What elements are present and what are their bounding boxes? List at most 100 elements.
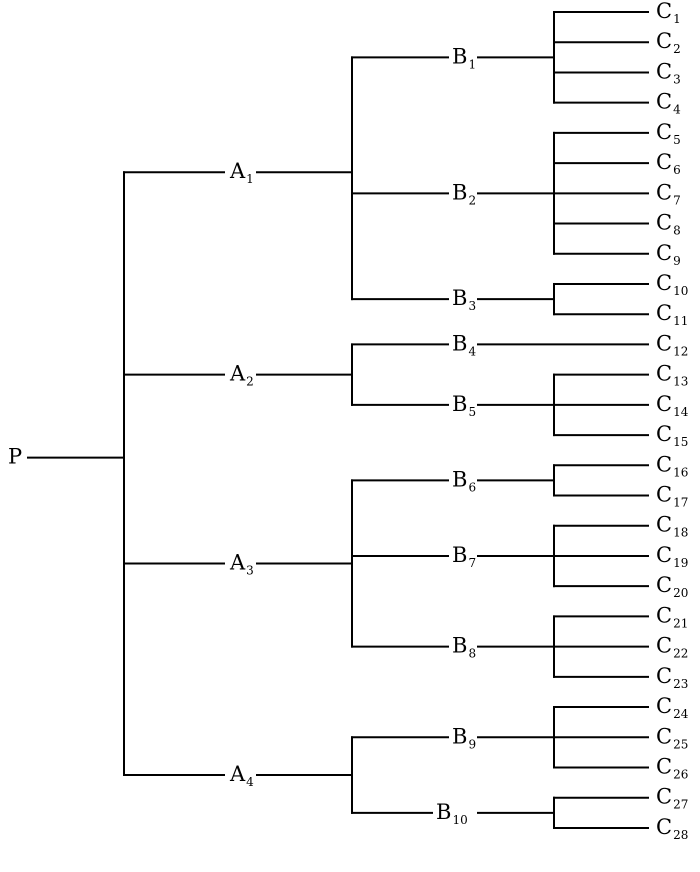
- node-B7-subscript: 7: [468, 555, 476, 569]
- node-B1: B1: [452, 44, 476, 71]
- leaf-node-C16-subscript: 16: [673, 465, 688, 479]
- leaf-node-C26-subscript: 26: [673, 767, 688, 781]
- node-labels: C1C2C3C4B1C5C6C7C8C9B2C10C11B3A1C12B4C13…: [8, 0, 689, 841]
- leaf-node-C3-subscript: 3: [673, 72, 681, 86]
- leaf-node-C18: C18: [656, 512, 688, 539]
- node-A4: A4: [229, 762, 254, 789]
- node-B7: B7: [452, 542, 476, 569]
- leaf-node-C12: C12: [656, 331, 688, 358]
- node-B6-letter: B: [452, 467, 467, 491]
- leaf-node-C21-letter: C: [656, 603, 672, 627]
- leaf-node-C17: C17: [656, 482, 688, 509]
- node-A4-subscript: 4: [246, 775, 254, 789]
- leaf-node-C17-subscript: 17: [673, 495, 688, 509]
- leaf-node-C11-subscript: 11: [673, 314, 688, 328]
- node-A2-letter: A: [229, 361, 246, 385]
- leaf-node-C25-subscript: 25: [673, 737, 688, 751]
- leaf-node-C8-subscript: 8: [673, 223, 681, 237]
- node-B9: B9: [452, 724, 476, 751]
- node-B1-subscript: 1: [468, 57, 476, 71]
- leaf-node-C15-letter: C: [656, 422, 672, 446]
- node-B7-letter: B: [452, 542, 467, 566]
- leaf-node-C27: C27: [656, 784, 688, 811]
- leaf-node-C4: C4: [656, 89, 681, 116]
- leaf-node-C24: C24: [656, 694, 689, 721]
- leaf-node-C5-subscript: 5: [673, 132, 681, 146]
- leaf-node-C9: C9: [656, 240, 681, 267]
- leaf-node-C16-letter: C: [656, 452, 672, 476]
- leaf-node-C7-subscript: 7: [673, 193, 681, 207]
- root-node-P: P: [8, 444, 22, 468]
- leaf-node-C28-subscript: 28: [673, 827, 688, 841]
- node-A1-subscript: 1: [246, 172, 254, 186]
- node-B5-letter: B: [452, 391, 467, 415]
- node-B3: B3: [452, 286, 476, 313]
- node-B9-letter: B: [452, 724, 467, 748]
- leaf-node-C18-subscript: 18: [673, 525, 688, 539]
- node-A1: A1: [229, 159, 254, 186]
- node-B6-subscript: 6: [468, 480, 476, 494]
- leaf-node-C16: C16: [656, 452, 688, 479]
- leaf-node-C22: C22: [656, 633, 688, 660]
- leaf-node-C11: C11: [656, 301, 688, 328]
- leaf-node-C1-letter: C: [656, 0, 672, 23]
- node-A2: A2: [229, 361, 254, 388]
- leaf-node-C4-letter: C: [656, 89, 672, 113]
- leaf-node-C19: C19: [656, 542, 688, 569]
- node-B1-letter: B: [452, 44, 467, 68]
- leaf-node-C27-subscript: 27: [673, 797, 688, 811]
- leaf-node-C2: C2: [656, 29, 681, 56]
- leaf-node-C24-subscript: 24: [673, 707, 689, 721]
- leaf-node-C12-letter: C: [656, 331, 672, 355]
- leaf-node-C23-subscript: 23: [673, 676, 688, 690]
- node-B8: B8: [452, 633, 476, 660]
- node-B8-subscript: 8: [468, 646, 476, 660]
- leaf-node-C18-letter: C: [656, 512, 672, 536]
- leaf-node-C10: C10: [656, 270, 688, 297]
- leaf-node-C15-subscript: 15: [673, 435, 688, 449]
- leaf-node-C15: C15: [656, 422, 688, 449]
- leaf-node-C19-letter: C: [656, 542, 672, 566]
- node-B2: B2: [452, 180, 476, 207]
- leaf-node-C5-letter: C: [656, 119, 672, 143]
- leaf-node-C9-subscript: 9: [673, 253, 681, 267]
- leaf-node-C4-subscript: 4: [673, 102, 681, 116]
- node-B5-subscript: 5: [468, 404, 476, 418]
- leaf-node-C10-subscript: 10: [673, 283, 688, 297]
- leaf-node-C26: C26: [656, 754, 688, 781]
- leaf-node-C20: C20: [656, 573, 688, 600]
- leaf-node-C13-subscript: 13: [673, 374, 688, 388]
- leaf-node-C23: C23: [656, 663, 688, 690]
- leaf-node-C25: C25: [656, 724, 688, 751]
- leaf-node-C23-letter: C: [656, 663, 672, 687]
- leaf-node-C25-letter: C: [656, 724, 672, 748]
- leaf-node-C28: C28: [656, 814, 688, 841]
- node-B4-letter: B: [452, 331, 467, 355]
- leaf-node-C21: C21: [656, 603, 688, 630]
- leaf-node-C20-letter: C: [656, 573, 672, 597]
- leaf-node-C26-letter: C: [656, 754, 672, 778]
- node-A2-subscript: 2: [246, 374, 254, 388]
- node-B9-subscript: 9: [468, 737, 476, 751]
- leaf-node-C24-letter: C: [656, 694, 672, 718]
- node-A4-letter: A: [229, 762, 246, 786]
- node-A1-letter: A: [229, 159, 246, 183]
- leaf-node-C7-letter: C: [656, 180, 672, 204]
- leaf-node-C2-letter: C: [656, 29, 672, 53]
- connector-lines: [27, 11, 649, 829]
- leaf-node-C19-subscript: 19: [673, 555, 688, 569]
- node-A3-letter: A: [229, 550, 246, 574]
- node-B4: B4: [452, 331, 476, 358]
- leaf-node-C2-subscript: 2: [673, 42, 681, 56]
- leaf-node-C7: C7: [656, 180, 681, 207]
- leaf-node-C22-subscript: 22: [673, 646, 688, 660]
- leaf-node-C14-subscript: 14: [673, 404, 689, 418]
- node-B4-subscript: 4: [468, 344, 476, 358]
- node-A3-subscript: 3: [246, 563, 254, 577]
- node-B3-letter: B: [452, 286, 467, 310]
- node-A3: A3: [229, 550, 254, 577]
- leaf-node-C6-subscript: 6: [673, 163, 681, 177]
- leaf-node-C12-subscript: 12: [673, 344, 688, 358]
- leaf-node-C6-letter: C: [656, 150, 672, 174]
